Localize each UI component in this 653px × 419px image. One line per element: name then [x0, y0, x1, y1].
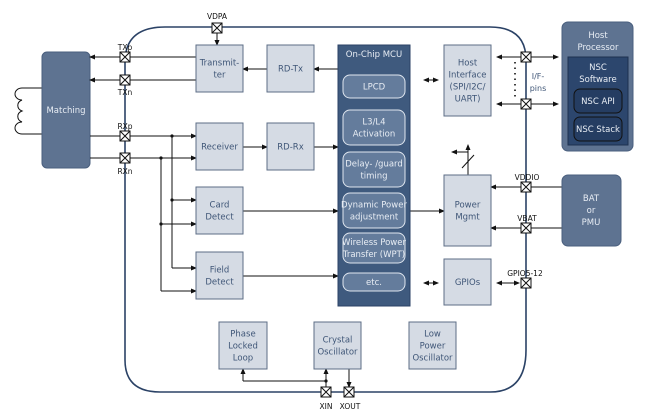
- pins: [119, 22, 532, 398]
- pll-block: [218, 321, 268, 370]
- pin-rxp-icon: [119, 130, 131, 142]
- mcu-item-1: [342, 109, 406, 146]
- pin-txn-icon: [119, 74, 131, 86]
- power-mgmt-block: [443, 174, 492, 247]
- pin-xin-icon: [320, 386, 332, 398]
- lpo-block: [408, 321, 457, 370]
- rd-tx-block: [266, 44, 315, 93]
- chip-boundary: [124, 26, 527, 393]
- pin-label-vdpa: VDPA: [207, 12, 228, 21]
- if-pins-label: I/F-pins: [530, 72, 547, 93]
- pin-vdpa-icon: [211, 22, 223, 34]
- pin-if1-icon: [520, 51, 532, 63]
- pin-label-xin: XIN: [320, 402, 333, 411]
- card-detect-block: [195, 186, 244, 235]
- nsc-stack: [573, 116, 623, 142]
- pin-if2-icon: [520, 98, 532, 110]
- pin-vbat-icon: [520, 222, 532, 234]
- pin-gpio-icon: [520, 277, 532, 289]
- mcu-item-0: [342, 74, 406, 99]
- mcu-item-2: [342, 151, 406, 188]
- gpios-block: [443, 258, 492, 306]
- bat-or-pmu: [561, 174, 622, 247]
- pin-label-rxn: RXn: [117, 167, 132, 176]
- pin-label-gpio: GPIO5-12: [507, 269, 543, 278]
- mcu-title: On-Chip MCU: [346, 50, 402, 60]
- mcu-item-label: LPCD: [363, 83, 386, 93]
- gpios-label: GPIOs: [455, 278, 481, 288]
- mcu-item-label: etc.: [366, 278, 382, 288]
- pin-label-vddio: VDDIO: [515, 173, 540, 182]
- transmitter-block: [195, 44, 244, 93]
- mcu-item-4: [342, 232, 406, 264]
- mcu-item-3: [342, 192, 406, 229]
- antenna-coil-icon: [14, 87, 42, 135]
- pin-label-txp: TXp: [117, 43, 133, 52]
- transmitter-label: Transmit-ter: [199, 59, 240, 81]
- nsc-api: [573, 88, 623, 114]
- pin-label-xout: XOUT: [340, 402, 361, 411]
- rd-rx-label: RD-Rx: [277, 143, 303, 153]
- rd-tx-label: RD-Tx: [278, 65, 303, 75]
- pin-label-vbat: VBAT: [517, 214, 537, 223]
- rd-rx-block: [266, 122, 315, 171]
- field-detect-block: [195, 251, 244, 300]
- nsc-api-label: NSC API: [581, 97, 615, 107]
- nsc-stack-label: NSC Stack: [576, 125, 620, 135]
- pin-label-txn: TXn: [117, 88, 133, 97]
- pin-vddio-icon: [520, 181, 532, 193]
- pin-rxn-icon: [119, 152, 131, 164]
- wires: [89, 32, 562, 388]
- matching-label: Matching: [46, 106, 85, 116]
- pin-label-rxp: RXp: [117, 122, 132, 131]
- receiver-block: [195, 122, 244, 171]
- crystal-block: [313, 321, 362, 370]
- pin-txp-icon: [119, 51, 131, 63]
- matching-block: [41, 51, 91, 169]
- host-interface-block: [443, 44, 492, 117]
- mcu-item-5: [342, 272, 406, 292]
- receiver-label: Receiver: [201, 143, 238, 153]
- pin-xout-icon: [343, 386, 355, 398]
